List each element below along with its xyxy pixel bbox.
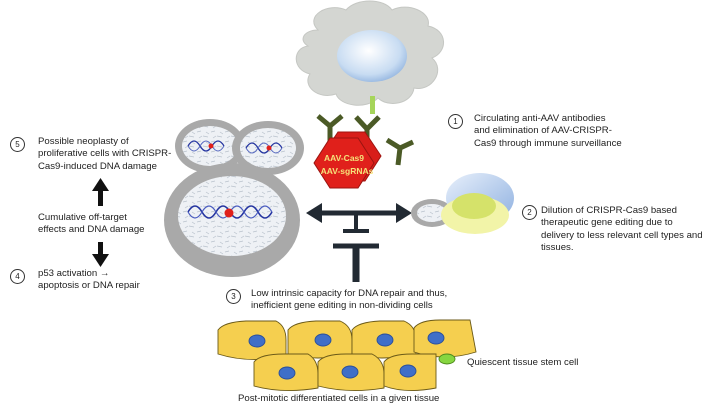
arrowhead-left (306, 203, 322, 223)
item-5-line: Possible neoplasty of (38, 136, 129, 147)
antibody-3 (385, 137, 415, 166)
item-1-text: Circulating anti-AAV antibodies and elim… (474, 113, 674, 150)
dna-helix-small-left (187, 140, 225, 152)
middle-label-line: effects and DNA damage (38, 224, 145, 236)
item-2-line: tissues. (541, 242, 574, 254)
item-1-line: Circulating anti-AAV antibodies (474, 113, 606, 124)
item-5-number: 5 (10, 137, 25, 152)
tissue-label: Post-mitotic differentiated cells in a g… (238, 393, 440, 404)
item-5-text: Possible neoplasty of proliferative cell… (38, 136, 188, 173)
tissue-cell (217, 320, 287, 361)
item-3-number: 3 (226, 289, 241, 304)
tissue-cell (287, 320, 353, 359)
item-2-line: therapeutic gene editing due to (541, 217, 673, 229)
item-1-number: 1 (448, 114, 463, 129)
off-target-cell-blue (441, 173, 514, 234)
item-3-line: inefficient gene editing in non-dividing… (251, 300, 433, 312)
arrow-down-shaft (98, 242, 103, 256)
damage-spot-small-left (208, 143, 214, 149)
arrow-down-head (92, 254, 109, 267)
item-1-line: and elimination of AAV-CRISPR- (474, 125, 612, 137)
dividing-cell-small-left (175, 119, 245, 173)
immune-cell (295, 0, 444, 114)
item-5-line: proliferative cells with CRISPR- (38, 148, 172, 160)
item-4-line: apoptosis or DNA repair (38, 280, 140, 292)
dna-helix-small-right (245, 142, 283, 154)
dividing-cell-small-right (232, 121, 304, 175)
tissue-cell (351, 320, 417, 359)
dividing-cell-large (164, 163, 300, 277)
damage-spot-large (224, 208, 234, 218)
arrow-up-shaft (98, 190, 103, 206)
arrow-up-head (92, 178, 109, 191)
item-4-number: 4 (10, 269, 25, 284)
item-2-line: Dilution of CRISPR-Cas9 based (541, 205, 677, 216)
item-4-line: p53 activation → (38, 268, 110, 279)
item-4-text: p53 activation → apoptosis or DNA repair (38, 268, 188, 293)
item-2-text: Dilution of CRISPR-Cas9 based therapeuti… (541, 205, 720, 255)
progression-arrows (92, 178, 109, 267)
item-5-line: Cas9-induced DNA damage (38, 160, 157, 172)
immune-cell-nucleus (337, 30, 407, 82)
tissue-cell (253, 353, 319, 392)
tissue-cell (317, 353, 385, 392)
aav-particle: AAV-Cas9 AAV-sgRNAs (313, 131, 382, 189)
dividing-cells (164, 119, 304, 277)
item-3-text: Low intrinsic capacity for DNA repair an… (251, 288, 491, 313)
aav-label-line1: AAV-Cas9 (324, 153, 364, 163)
middle-label: Cumulative off-target effects and DNA da… (38, 212, 188, 237)
stem-cell-label: Quiescent tissue stem cell (467, 357, 579, 368)
middle-label-line: Cumulative off-target (38, 212, 127, 223)
item-2-line: delivery to less relevant cell types and (541, 229, 703, 241)
aav-hexagon-front (313, 137, 375, 189)
item-3-line: Low intrinsic capacity for DNA repair an… (251, 288, 448, 299)
tissue-cell (413, 319, 477, 358)
off-target-cells (411, 173, 514, 234)
arrowhead-right (396, 203, 412, 223)
delivery-arrows (306, 203, 412, 282)
damage-spot-small-right (266, 145, 272, 151)
item-1-line: Cas9 through immune surveillance (474, 137, 622, 149)
tissue (217, 319, 477, 392)
aav-label-line2: AAV-sgRNAs (321, 166, 374, 176)
immune-receptor (370, 96, 375, 114)
stem-cell (438, 353, 456, 365)
item-2-number: 2 (522, 205, 537, 220)
tissue-cell (383, 353, 437, 391)
